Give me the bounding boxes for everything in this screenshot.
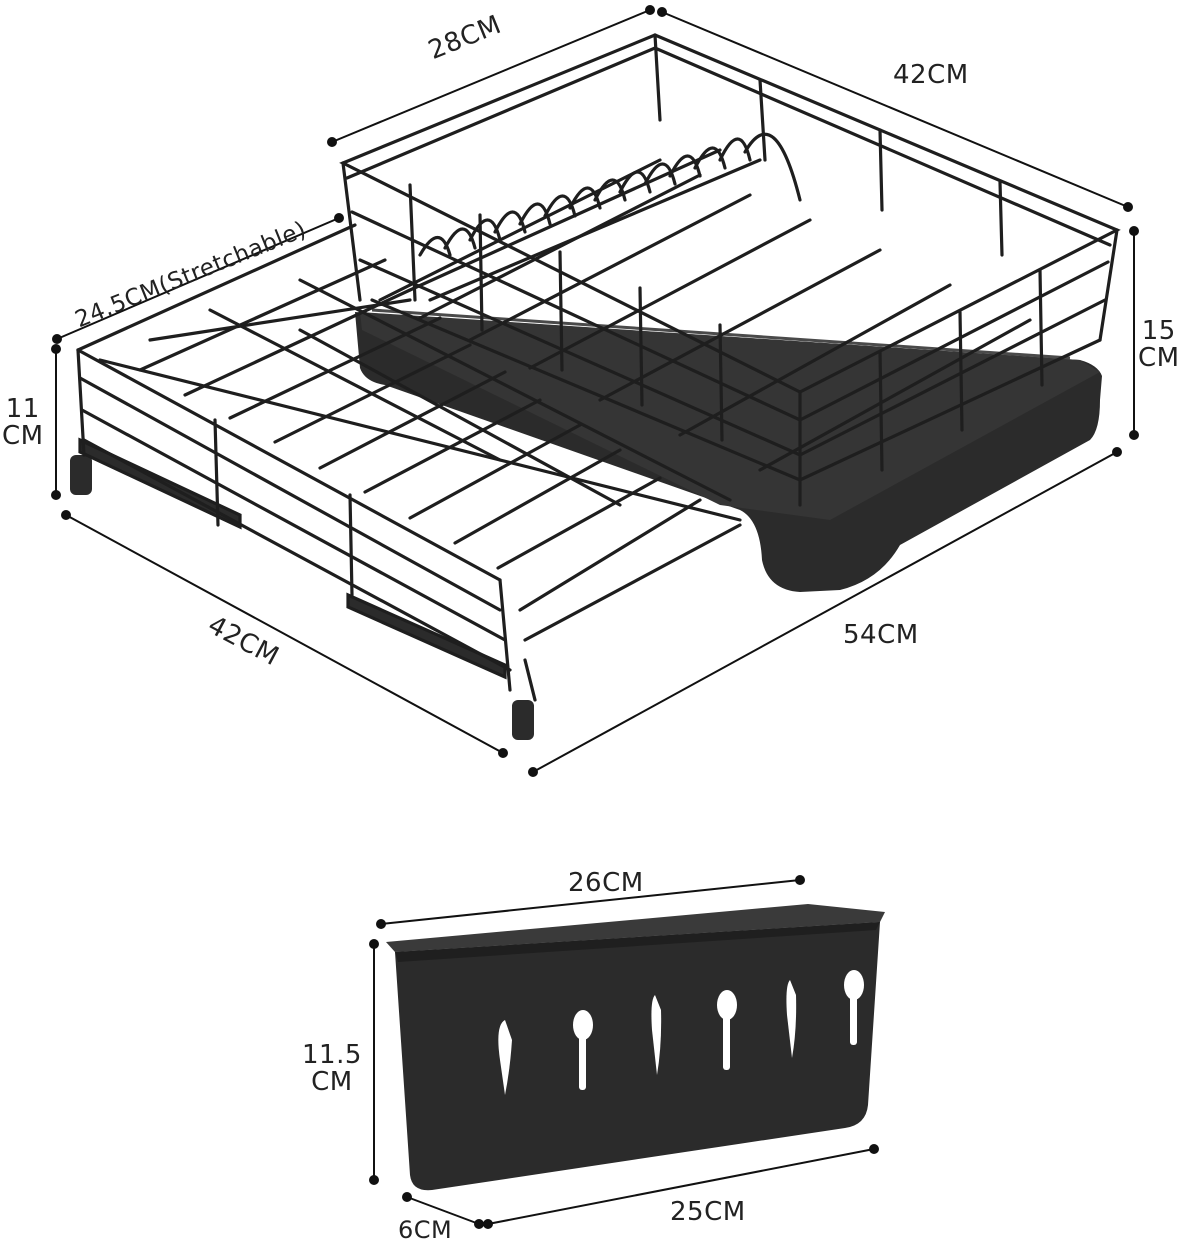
rack-top-length-label: 42CM (893, 60, 969, 90)
rack-dimension-lines (51, 5, 1139, 777)
rack-bottom-length-label: 54CM (843, 620, 919, 650)
cutlery-cutouts (498, 970, 864, 1095)
holder-height-label: 11.5 CM (302, 1040, 362, 1098)
holder-dimension-lines (369, 875, 879, 1229)
rack-side-height-value: 11 (5, 394, 40, 424)
rack-height-unit: CM (1138, 343, 1180, 374)
rack-height-label: 15 CM (1138, 316, 1180, 374)
holder-height-value: 11.5 (302, 1040, 362, 1070)
extension-rack (70, 223, 742, 740)
holder-depth-label: 6CM (398, 1216, 453, 1244)
holder-bottom-length-label: 25CM (670, 1197, 746, 1227)
upper-basket (339, 33, 1121, 507)
rack-side-height-label: 11 CM (2, 394, 44, 452)
cutlery-holder-body (386, 904, 885, 1191)
rack-height-value: 15 (1141, 316, 1176, 346)
holder-height-unit: CM (311, 1067, 353, 1098)
holder-top-length-label: 26CM (568, 868, 644, 898)
rack-side-height-unit: CM (2, 421, 44, 452)
